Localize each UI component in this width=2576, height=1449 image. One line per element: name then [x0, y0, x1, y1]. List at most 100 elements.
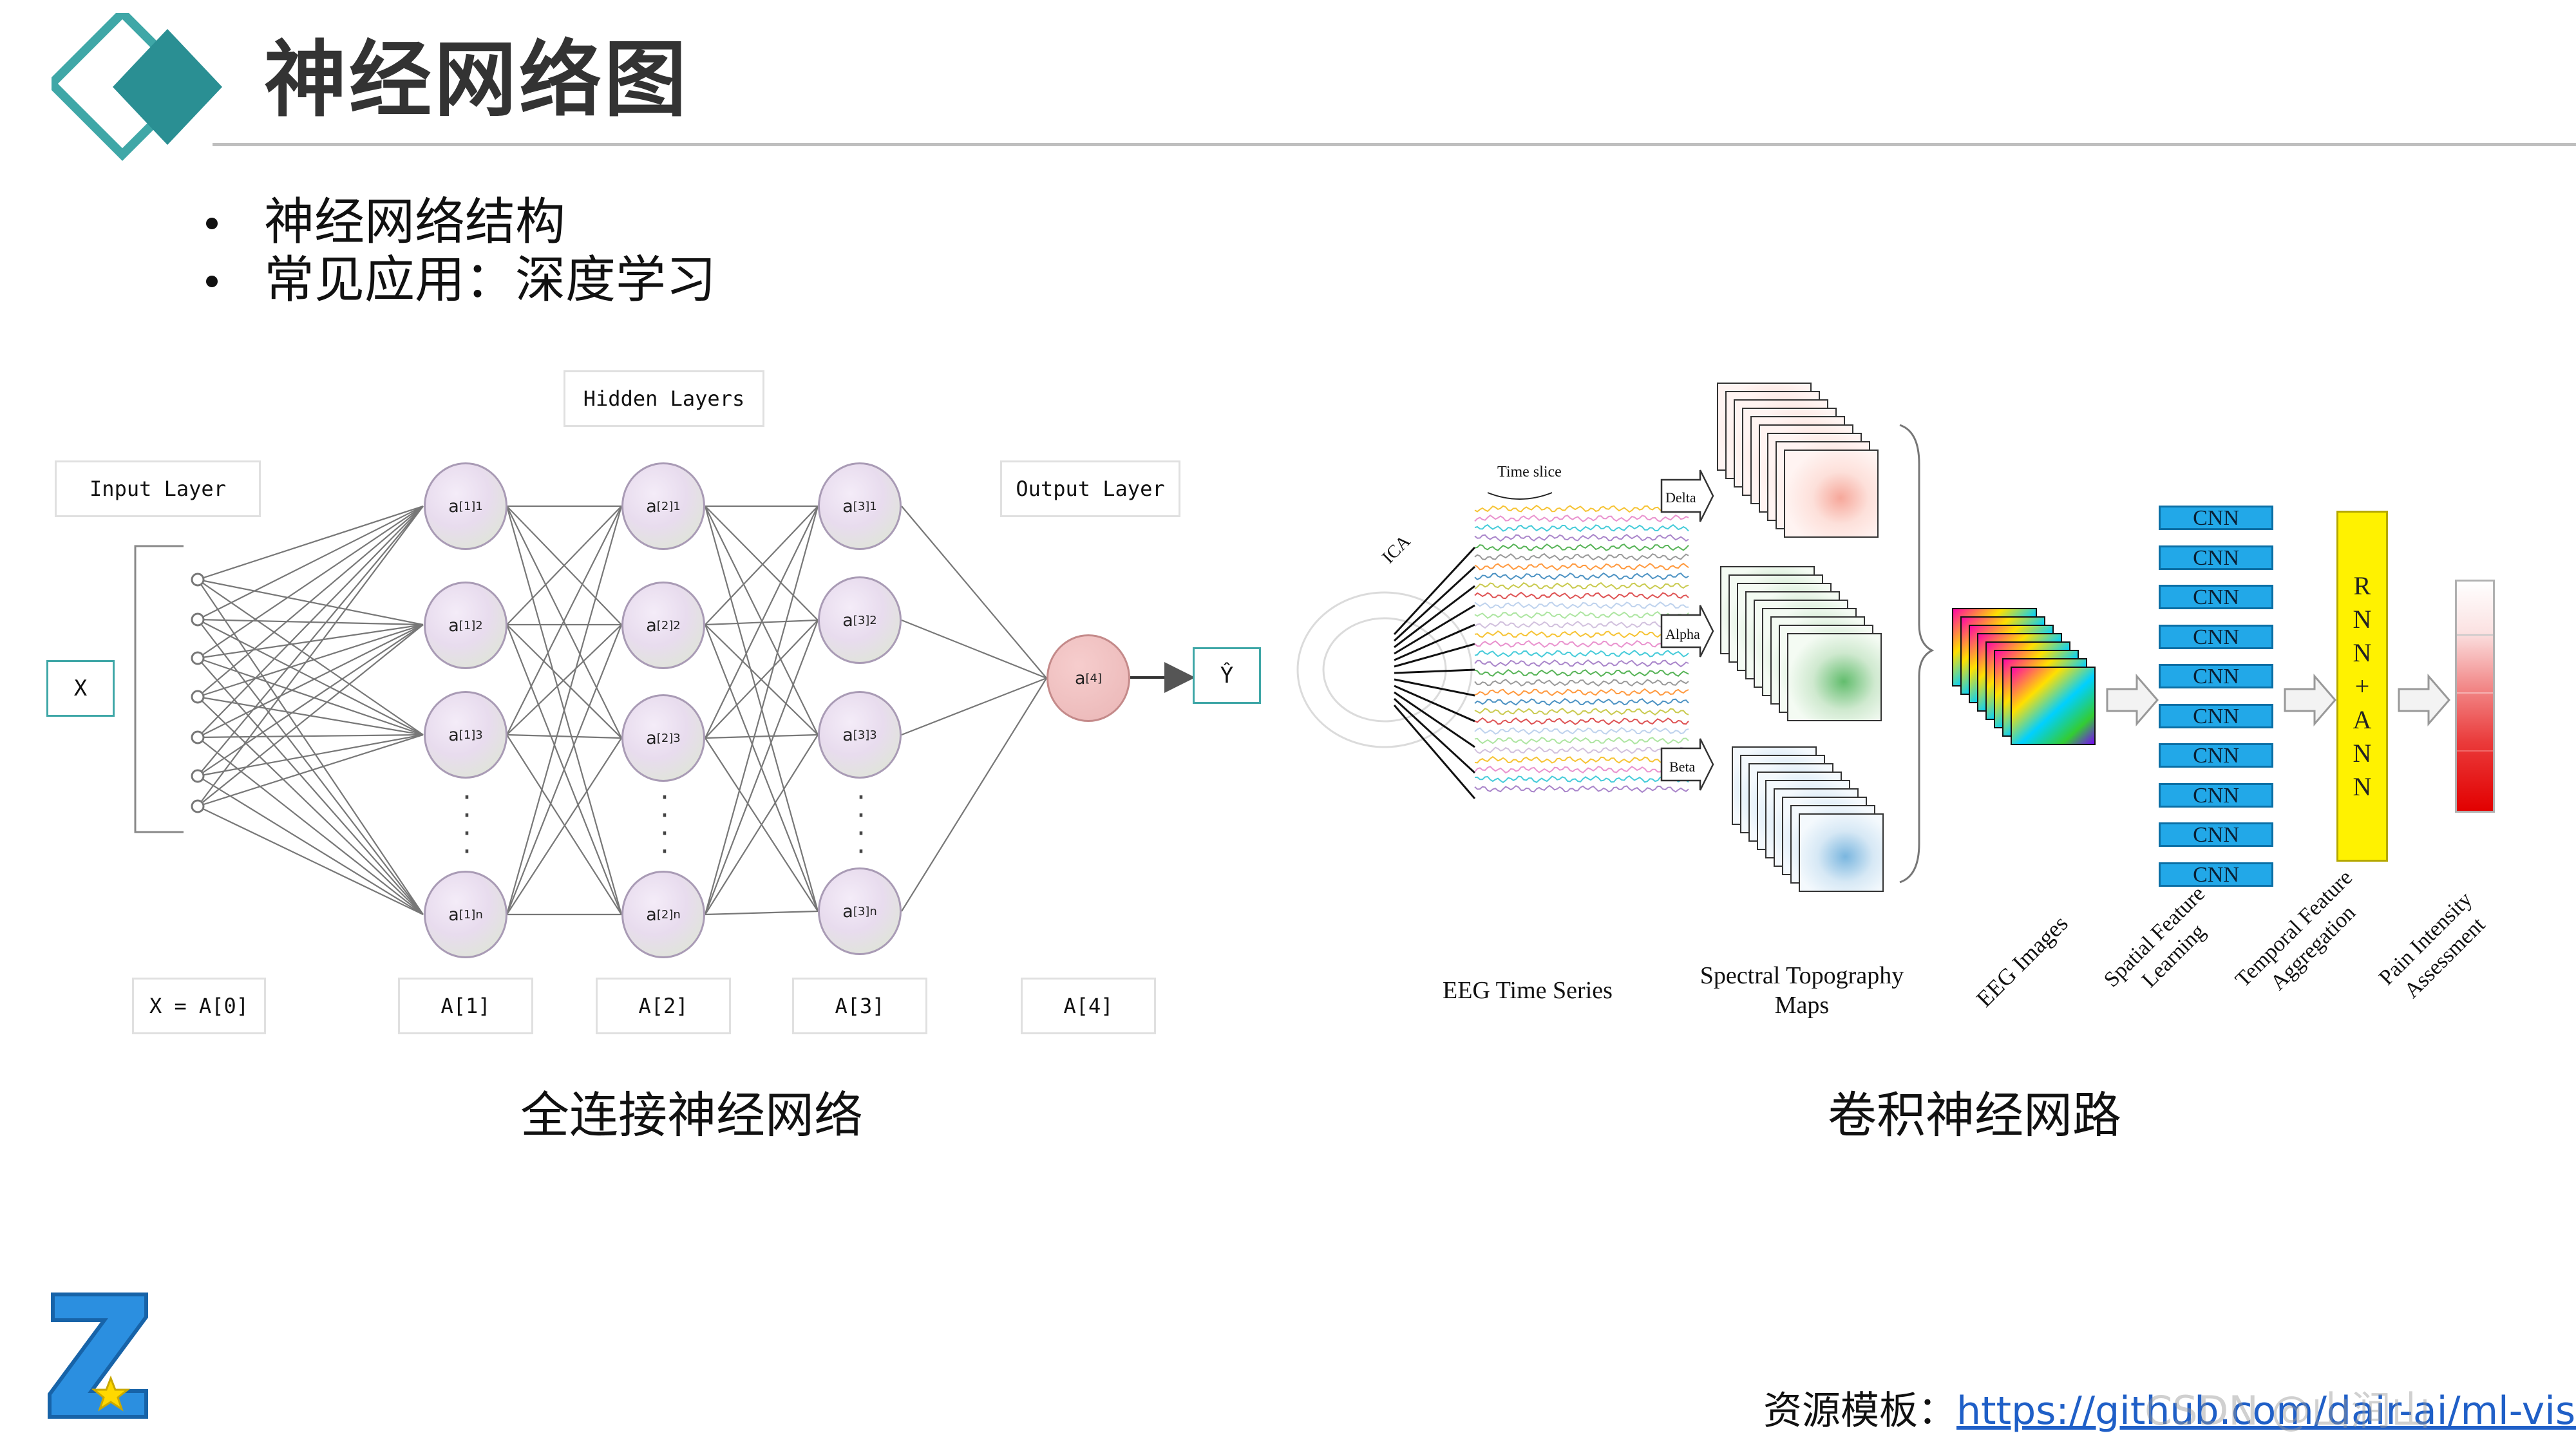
cnn-block: CNN — [2159, 506, 2273, 530]
network-edge — [506, 506, 623, 915]
cnn-block: CNN — [2159, 822, 2273, 847]
layer-label: A[1] — [398, 978, 533, 1034]
eeg-trace — [1474, 601, 1689, 610]
bullet-list: 神经网络结构 常见应用：深度学习 — [193, 193, 716, 309]
network-edge — [705, 506, 819, 625]
network-edge — [506, 624, 622, 735]
output-y-box: Ŷ — [1193, 647, 1261, 704]
eeg-trace — [1474, 562, 1689, 571]
network-edge — [506, 624, 623, 915]
ellipsis-dots: ···· — [462, 781, 471, 868]
eeg-trace — [1474, 784, 1689, 793]
eeg-trace — [1474, 736, 1689, 745]
map-layer — [1784, 450, 1879, 538]
network-edge — [506, 506, 622, 739]
eeg-trace — [1474, 717, 1689, 726]
network-edge — [197, 623, 424, 698]
network-edge — [901, 677, 1047, 736]
network-edge — [197, 506, 424, 738]
hidden-node: a[1]1 — [424, 462, 507, 550]
eeg-trace — [1474, 611, 1689, 620]
input-node — [191, 769, 205, 783]
eeg-trace — [1474, 649, 1689, 658]
band-label-delta: Delta — [1665, 489, 1696, 506]
eeg-trace — [1474, 504, 1689, 513]
hidden-node: a[3]2 — [818, 576, 902, 664]
hidden-node: a[2]n — [621, 871, 705, 958]
eeg-time-series-label: EEG Time Series — [1443, 977, 1613, 1004]
ellipsis-dots: ···· — [660, 781, 669, 868]
network-edge — [197, 506, 424, 697]
band-label-alpha: Alpha — [1665, 626, 1700, 642]
input-bracket — [134, 545, 184, 833]
time-slice-label: Time slice — [1497, 464, 1562, 480]
z-logo-icon — [48, 1293, 148, 1419]
band-label-beta: Beta — [1669, 759, 1696, 775]
network-edge — [506, 624, 622, 739]
network-edge — [705, 506, 819, 739]
output-node: a[4] — [1046, 634, 1130, 722]
map-layer — [2011, 667, 2096, 745]
eeg-trace — [1474, 746, 1689, 755]
eeg-trace — [1474, 582, 1689, 590]
cnn-pipeline-graphics — [1296, 383, 2450, 892]
bullet-item: 神经网络结构 — [193, 193, 716, 251]
hidden-node: a[2]3 — [621, 694, 705, 782]
hidden-node: a[3]1 — [818, 462, 902, 550]
network-edge — [197, 506, 424, 620]
network-edge — [197, 658, 424, 915]
network-edge — [197, 624, 424, 777]
network-edge — [197, 734, 424, 739]
eeg-trace — [1474, 668, 1689, 677]
map-layer — [1787, 633, 1882, 721]
fc-network-edges — [134, 505, 1195, 916]
network-edge — [197, 734, 424, 808]
network-edge — [506, 506, 622, 735]
source-link[interactable]: https://github.com/dair-ai/ml-visuals — [1956, 1388, 2576, 1434]
footer-source: 资源模板：https://github.com/dair-ai/ml-visua… — [1763, 1379, 2576, 1435]
eeg-trace — [1474, 659, 1689, 668]
layer-label: A[2] — [596, 978, 731, 1034]
input-node — [191, 612, 205, 627]
cnn-caption: 卷积神经网路 — [1828, 1086, 2121, 1144]
eeg-trace — [1474, 766, 1689, 774]
network-edge — [197, 505, 424, 581]
hidden-layers-label: Hidden Layers — [564, 370, 764, 427]
pain-intensity-bar — [2455, 580, 2495, 813]
footer-prefix: 资源模板： — [1763, 1388, 1956, 1434]
network-edge — [705, 506, 819, 621]
ica-lines — [1393, 546, 1476, 799]
eeg-trace — [1474, 515, 1689, 523]
hidden-node: a[3]n — [818, 867, 902, 955]
network-edge — [197, 506, 424, 777]
eeg-trace — [1474, 678, 1689, 687]
cnn-block: CNN — [2159, 585, 2273, 609]
cnn-block: CNN — [2159, 664, 2273, 688]
network-edge — [506, 506, 622, 625]
eeg-trace — [1474, 707, 1689, 716]
eeg-trace — [1474, 688, 1689, 697]
network-edge — [705, 620, 819, 739]
input-node — [191, 690, 205, 704]
network-edge — [506, 737, 622, 915]
eeg-trace — [1474, 533, 1689, 542]
eeg-trace — [1474, 755, 1689, 764]
hidden-node: a[1]n — [424, 871, 507, 958]
block-arrows — [2106, 673, 2450, 727]
eeg-trace — [1474, 572, 1689, 581]
layer-label: A[3] — [792, 978, 927, 1034]
network-edge — [704, 620, 819, 915]
band-arrows — [1660, 469, 1714, 791]
eeg-trace — [1474, 775, 1689, 784]
cnn-block: CNN — [2159, 624, 2273, 649]
network-edge — [197, 737, 424, 915]
network-edge — [705, 734, 819, 915]
map-layer — [1799, 813, 1884, 892]
network-edge — [197, 579, 424, 915]
rnn-ann-block: R N N + A N N — [2336, 511, 2388, 862]
eeg-trace — [1474, 726, 1689, 735]
input-layer-label: Input Layer — [55, 460, 261, 517]
eeg-trace — [1474, 630, 1689, 639]
slide-logo-icon — [52, 13, 222, 161]
cnn-block: CNN — [2159, 545, 2273, 570]
